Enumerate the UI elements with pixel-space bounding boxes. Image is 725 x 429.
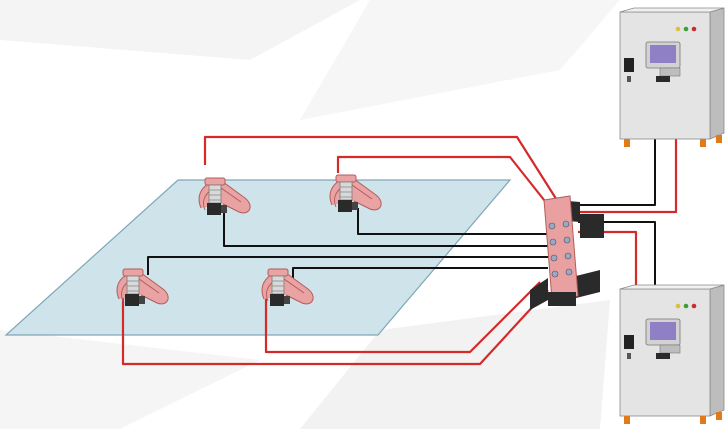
cabinet-top	[619, 7, 725, 148]
cabinet-bottom	[619, 284, 725, 425]
indicator-light-green	[683, 303, 689, 309]
red-wire-cabinet-top	[578, 138, 678, 214]
indicator-light-green	[683, 26, 689, 32]
black-wire-sensor-br	[292, 267, 548, 278]
black-wire-sensor-bl	[147, 256, 548, 275]
red-wire-sensor-bl	[121, 289, 549, 366]
indicator-light-yellow	[675, 26, 681, 32]
red-wires	[121, 135, 678, 366]
junction-hub	[530, 195, 604, 310]
black-wire-sensor-tl	[223, 212, 548, 247]
indicator-light-yellow	[675, 303, 681, 309]
red-wire-sensor-tl	[203, 135, 561, 206]
black-wire-cabinet-top	[575, 138, 656, 206]
indicator-light-red	[691, 26, 697, 32]
black-wire-sensor-tr	[357, 208, 548, 235]
red-wire-sensor-tr	[336, 155, 553, 211]
indicator-light-red	[691, 303, 697, 309]
red-wire-sensor-br	[264, 281, 541, 354]
black-wires	[147, 138, 656, 305]
